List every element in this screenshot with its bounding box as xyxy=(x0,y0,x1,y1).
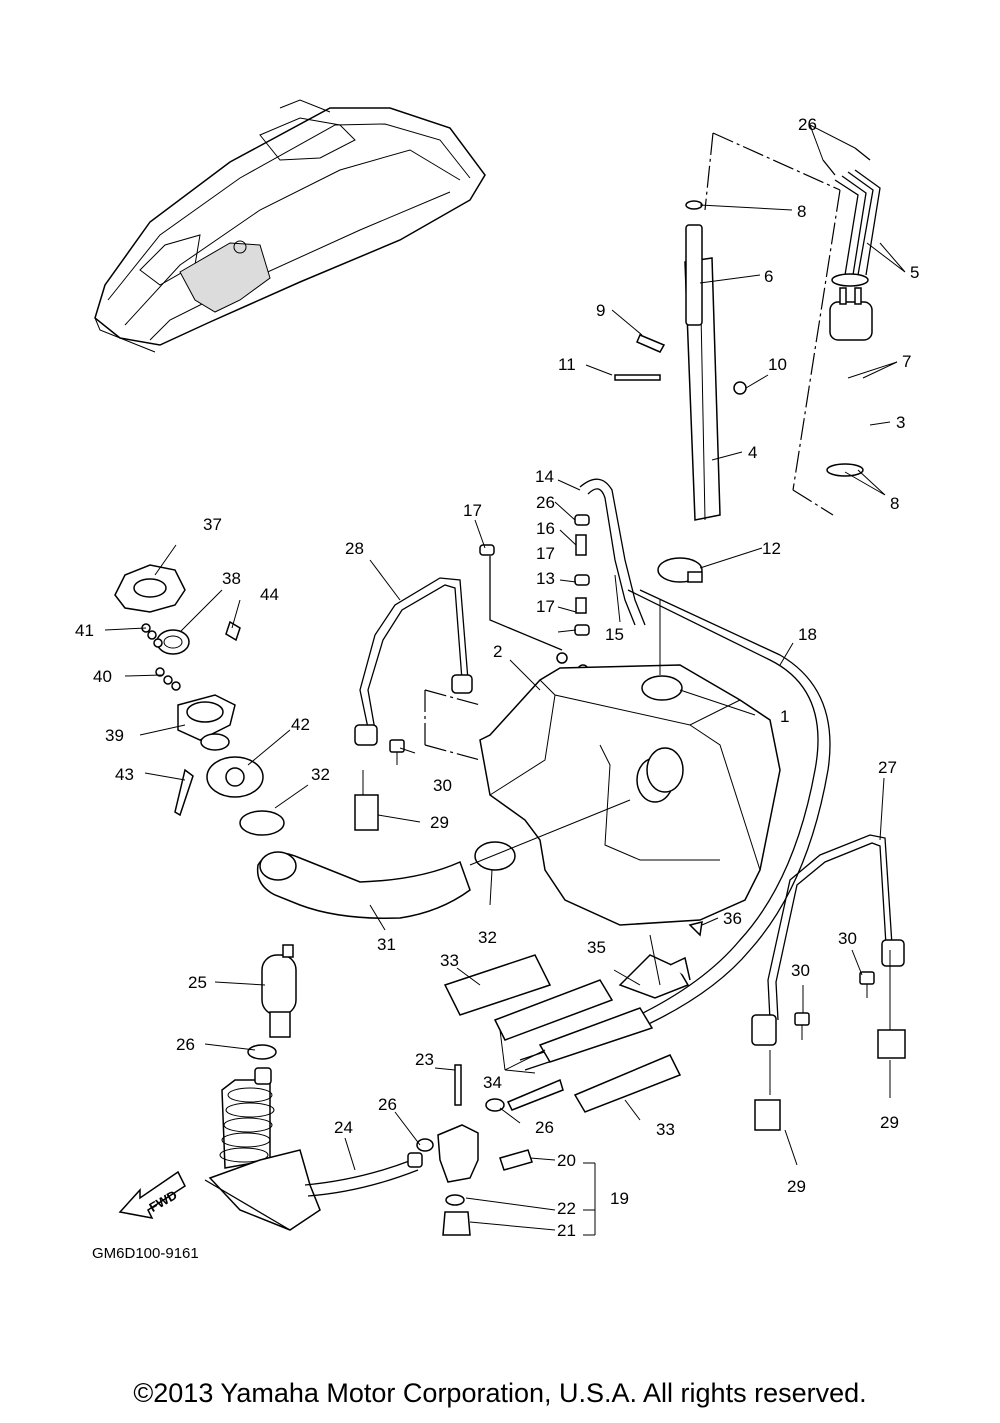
callout-26e: 26 xyxy=(535,1118,554,1137)
watercraft-overview xyxy=(94,99,486,353)
assembly-lines xyxy=(424,132,841,761)
callout-35: 35 xyxy=(587,938,606,957)
part-31-hose xyxy=(239,799,631,919)
part-27-bracket xyxy=(751,834,905,1046)
callout-3: 3 xyxy=(896,413,905,432)
callout-27: 27 xyxy=(878,758,897,777)
diagram-code: GM6D100-9161 xyxy=(92,1245,199,1262)
callout-30a: 30 xyxy=(433,776,452,795)
callout-17a: 17 xyxy=(463,501,482,520)
vent-hose xyxy=(479,478,646,676)
callout-23: 23 xyxy=(415,1050,434,1069)
callout-26a: 26 xyxy=(798,115,817,134)
copyright-notice: ©2013 Yamaha Motor Corporation, U.S.A. A… xyxy=(133,1378,867,1408)
callout-31: 31 xyxy=(377,935,396,954)
callout-26d: 26 xyxy=(378,1095,397,1114)
part-4-tube xyxy=(684,200,721,521)
callout-21: 21 xyxy=(557,1221,576,1240)
callout-32b: 32 xyxy=(478,928,497,947)
callout-30b: 30 xyxy=(838,929,857,948)
callout-20: 20 xyxy=(557,1151,576,1170)
callout-22: 22 xyxy=(557,1199,576,1218)
callout-43: 43 xyxy=(115,765,134,784)
part-29-clips xyxy=(354,794,906,1131)
callout-26b: 26 xyxy=(536,493,555,512)
callout-34: 34 xyxy=(483,1073,502,1092)
callout-16: 16 xyxy=(536,519,555,538)
fwd-arrow-icon: FWD xyxy=(118,1170,186,1220)
callout-30c: 30 xyxy=(791,961,810,980)
pads xyxy=(443,920,703,1113)
callout-38: 38 xyxy=(222,569,241,588)
callouts: 1 2 3 4 5 6 7 8 8 9 10 11 12 13 14 15 16… xyxy=(75,115,919,1240)
callout-33b: 33 xyxy=(656,1120,675,1139)
part-2-fuel-tank xyxy=(479,664,781,926)
callout-25: 25 xyxy=(188,973,207,992)
part-24-hose xyxy=(304,1152,423,1197)
part-25-water-lock xyxy=(204,944,321,1231)
leader-lines xyxy=(104,124,906,1236)
callout-37: 37 xyxy=(203,515,222,534)
callout-18: 18 xyxy=(798,625,817,644)
callout-6: 6 xyxy=(764,267,773,286)
callout-36: 36 xyxy=(723,909,742,928)
callout-9: 9 xyxy=(596,301,605,320)
callout-4: 4 xyxy=(748,443,757,462)
callout-40: 40 xyxy=(93,667,112,686)
callout-26c: 26 xyxy=(176,1035,195,1054)
filler-assembly xyxy=(114,564,264,817)
callout-28: 28 xyxy=(345,539,364,558)
callout-24: 24 xyxy=(334,1118,353,1137)
part-28-bracket xyxy=(354,577,473,746)
callout-2: 2 xyxy=(493,642,502,661)
callout-14: 14 xyxy=(535,467,554,486)
part-12-clamp xyxy=(657,557,703,583)
callout-7: 7 xyxy=(902,352,911,371)
callout-17c: 17 xyxy=(536,597,555,616)
callout-44: 44 xyxy=(260,585,279,604)
callout-29b: 29 xyxy=(880,1113,899,1132)
callout-33a: 33 xyxy=(440,951,459,970)
callout-5: 5 xyxy=(910,263,919,282)
part-3-fuel-filter xyxy=(826,273,873,477)
callout-1: 1 xyxy=(780,707,789,726)
callout-11: 11 xyxy=(558,355,576,374)
callout-8a: 8 xyxy=(797,202,806,221)
part-18-hose xyxy=(519,589,831,1071)
callout-32a: 32 xyxy=(311,765,330,784)
callout-13: 13 xyxy=(536,569,555,588)
part-30-bolts xyxy=(389,739,875,1040)
callout-42: 42 xyxy=(291,715,310,734)
part-5-pipes xyxy=(822,147,881,276)
callout-15: 15 xyxy=(605,625,624,644)
small-fasteners xyxy=(614,334,747,395)
callout-10: 10 xyxy=(768,355,787,374)
callout-29a: 29 xyxy=(430,813,449,832)
callout-29c: 29 xyxy=(787,1177,806,1196)
callout-12: 12 xyxy=(762,539,781,558)
part-19-fuel-filter xyxy=(416,1064,564,1236)
callout-41: 41 xyxy=(75,621,94,640)
callout-17b: 17 xyxy=(536,544,555,563)
callout-39: 39 xyxy=(105,726,124,745)
callout-8b: 8 xyxy=(890,494,899,513)
callout-19: 19 xyxy=(610,1189,629,1208)
